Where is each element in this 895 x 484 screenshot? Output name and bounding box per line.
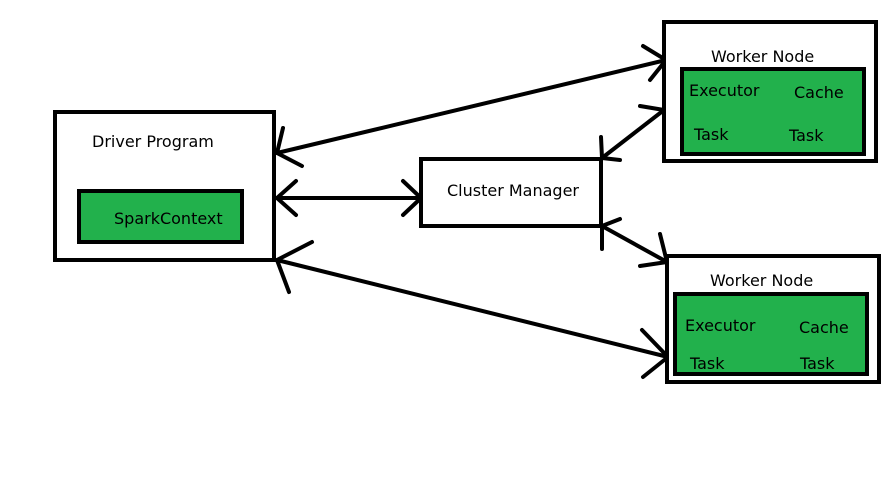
driver-program-title: Driver Program [92, 132, 214, 151]
worker-node-2-title: Worker Node [710, 271, 814, 290]
worker-node-1-title: Worker Node [711, 47, 815, 66]
cluster-manager-title: Cluster Manager [447, 181, 580, 200]
cluster-manager-box: Cluster Manager [419, 157, 603, 228]
cache-1-label: Cache [794, 83, 844, 102]
task-1b-label: Task [789, 126, 824, 145]
arrow-driver-worker-1 [275, 44, 668, 168]
task-1a-label: Task [694, 125, 729, 144]
arrow-driver-cluster-manager [275, 179, 423, 217]
cache-2-label: Cache [799, 318, 849, 337]
worker-node-1-box: Worker Node Executor Cache Task Task [662, 20, 878, 163]
task-2a-label: Task [690, 354, 725, 373]
arrow-cluster-manager-worker-1 [599, 104, 667, 162]
driver-program-box: Driver Program SparkContext [53, 110, 276, 262]
executor-1-box: Executor Cache Task Task [680, 67, 866, 156]
executor-2-box: Executor Cache Task Task [673, 292, 869, 376]
spark-context-label: SparkContext [114, 209, 223, 228]
executor-2-label: Executor [685, 316, 756, 335]
arrow-cluster-manager-worker-2 [600, 217, 669, 268]
worker-node-2-box: Worker Node Executor Cache Task Task [665, 254, 881, 384]
spark-context-box: SparkContext [77, 189, 244, 244]
task-2b-label: Task [800, 354, 835, 373]
arrow-driver-worker-2 [275, 240, 670, 379]
executor-1-label: Executor [689, 81, 760, 100]
